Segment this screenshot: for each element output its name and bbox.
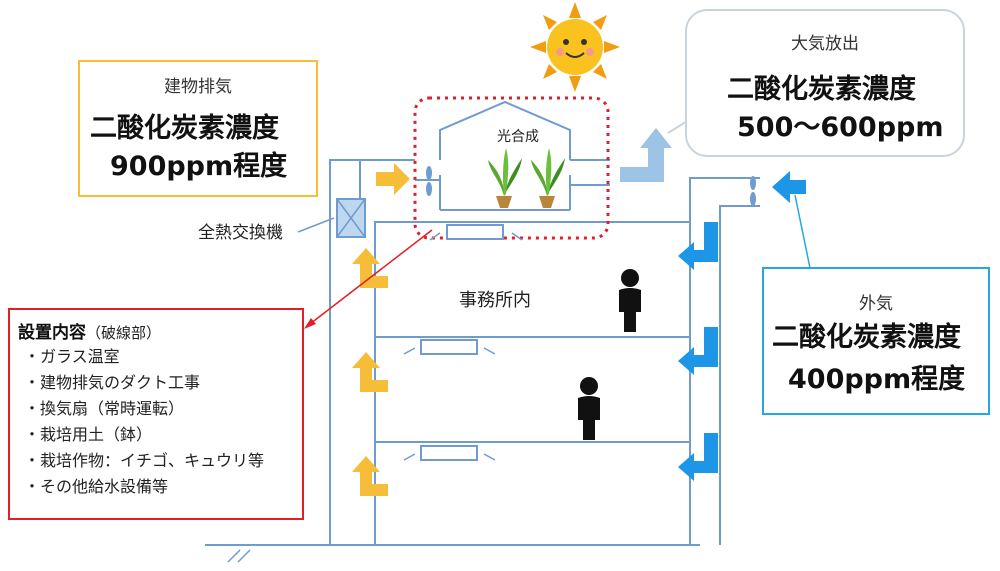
plant-icon [531,148,565,208]
atmospheric-release-label: 大気放出 [791,34,859,54]
duct [420,224,504,461]
atmospheric-co2-value: 500～600ppm [737,112,944,143]
installation-subtitle: （破線部） [86,324,162,342]
outside-air-callout: 外気 二酸化炭素濃度 400ppm程度 [762,267,990,415]
atmospheric-co2-label: 二酸化炭素濃度 [727,74,916,105]
installation-callout: 設置内容（破線部） ・ガラス温室 ・建物排気のダクト工事 ・換気扇（常時運転） … [8,308,304,520]
outside-air-label: 外気 [859,294,893,314]
ground-hatch [237,549,251,563]
heat-exchanger-pointer [297,217,335,233]
installation-list: ・ガラス温室 ・建物排気のダクト工事 ・換気扇（常時運転） ・栽培用土（鉢） ・… [24,344,264,500]
installation-boundary [413,96,610,240]
fan-icon [426,166,432,196]
installation-pointer [305,229,433,328]
supply-air-arrow [678,222,718,481]
installation-title: 設置内容 [18,323,86,343]
installation-item: ・栽培作物：イチゴ、キュウリ等 [24,451,265,470]
person-icon [619,269,641,332]
installation-item: ・その他給水設備等 [24,477,169,496]
office-label: 事務所内 [459,290,531,311]
fan-icon [750,176,756,206]
building-exhaust-co2-value: 900ppm程度 [110,151,288,182]
installation-item: ・建物排気のダクト工事 [24,373,201,392]
atmospheric-release-callout: 大気放出 二酸化炭素濃度 500～600ppm [685,9,965,157]
building-exhaust-callout: 建物排気 二酸化炭素濃度 900ppm程度 [78,60,318,197]
installation-item: ・換気扇（常時運転） [24,399,185,418]
heat-exchanger-icon [336,198,366,238]
ground-hatch [227,549,241,563]
atmosphere-outlet-arrow [620,128,672,182]
heat-exchanger-label: 全熱交換機 [198,223,283,243]
installation-item: ・ガラス温室 [24,347,120,366]
outside-co2-label: 二酸化炭素濃度 [772,322,961,353]
building-exhaust-label: 建物排気 [164,77,232,97]
building-walls [329,159,760,545]
installation-heading: 設置内容（破線部） [18,318,161,343]
person-icon [578,377,600,440]
photosynthesis-label: 光合成 [497,129,539,145]
outside-pointer [794,194,811,269]
greenhouse [415,100,610,211]
exhaust-arrow [352,248,388,496]
sun-icon [530,2,620,92]
outside-air-inlet-arrow [772,171,806,203]
installation-item: ・栽培用土（鉢） [24,425,153,444]
outside-co2-value: 400ppm程度 [788,364,966,395]
plant-icon [488,148,522,208]
exhaust-inlet-arrow [376,163,410,195]
building-exhaust-co2-label: 二酸化炭素濃度 [90,113,279,144]
